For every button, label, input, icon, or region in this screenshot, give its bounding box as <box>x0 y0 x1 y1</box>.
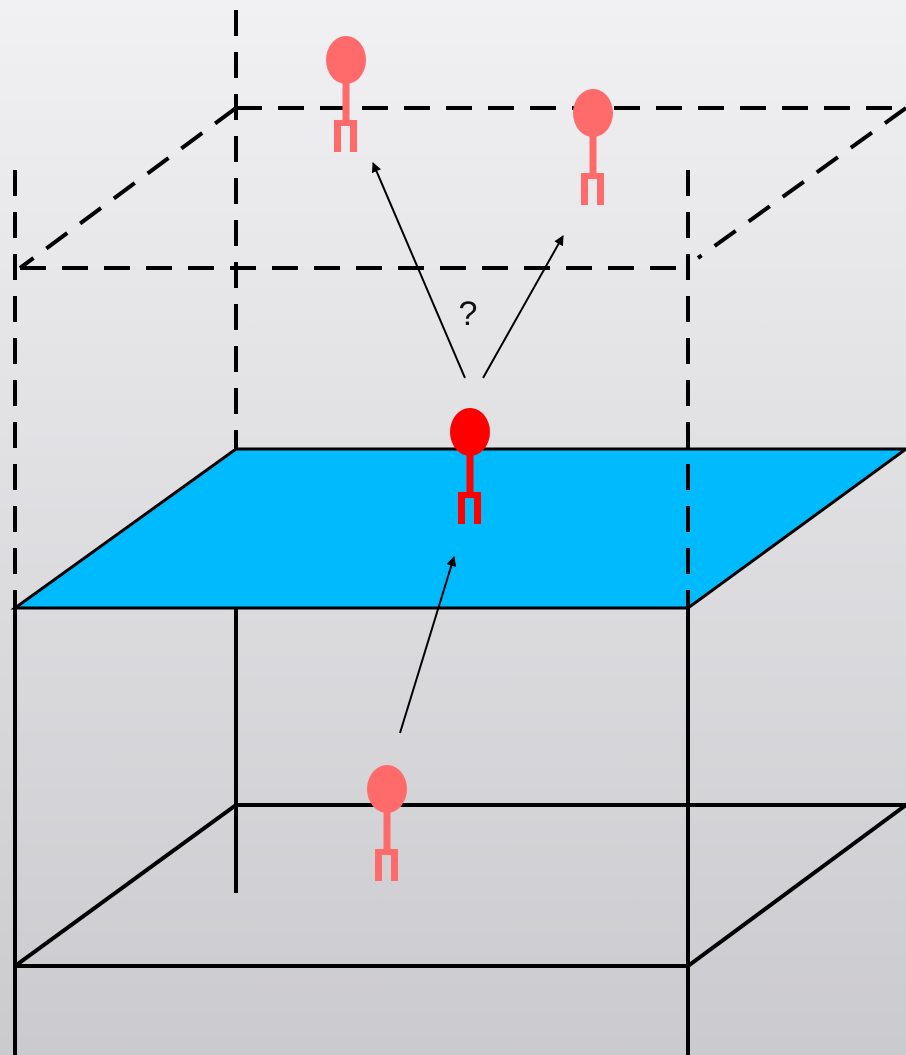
molecule-stem <box>467 450 474 494</box>
molecule-stem <box>590 131 597 175</box>
molecule-base <box>581 173 604 179</box>
molecule-head <box>326 36 366 84</box>
molecule-base <box>458 492 481 498</box>
molecule-head <box>573 89 613 137</box>
molecule-base <box>375 849 398 855</box>
molecule-base <box>334 120 357 126</box>
molecule-stem <box>384 807 391 851</box>
question-mark-label: ? <box>459 295 478 333</box>
molecule-head <box>450 408 490 456</box>
molecule-stem <box>343 78 350 122</box>
molecule-head <box>367 765 407 813</box>
